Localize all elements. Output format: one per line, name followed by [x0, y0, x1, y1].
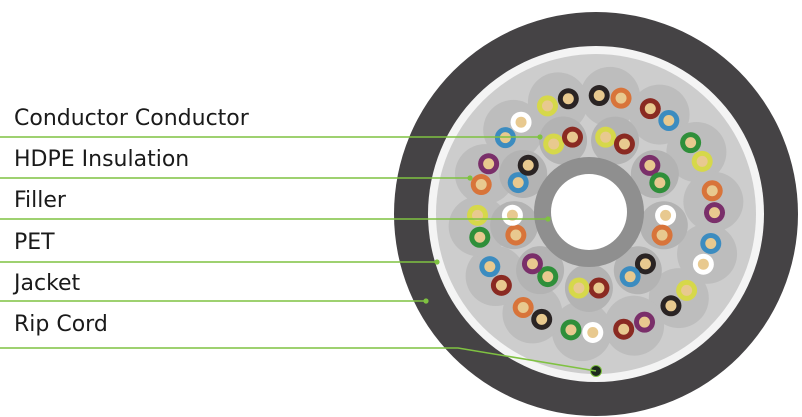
- copper-conductor: [566, 131, 578, 143]
- pair-bundle: [448, 196, 509, 257]
- label-conductor: Conductor Conductor: [14, 106, 249, 131]
- copper-conductor: [565, 324, 577, 336]
- copper-conductor: [495, 279, 507, 291]
- copper-conductor: [593, 90, 605, 102]
- copper-conductor: [517, 301, 529, 313]
- copper-conductor: [644, 103, 656, 115]
- pair-bundle: [666, 122, 727, 183]
- copper-conductor: [512, 177, 524, 189]
- copper-conductor: [705, 237, 717, 249]
- copper-conductor: [654, 177, 666, 189]
- copper-conductor: [618, 138, 630, 150]
- copper-conductor: [644, 159, 656, 171]
- conductor-group: [466, 85, 726, 343]
- pair-bundle: [502, 283, 563, 344]
- copper-conductor: [618, 323, 630, 335]
- pair-bundle: [527, 72, 588, 133]
- copper-conductor: [639, 258, 651, 270]
- label-jacket: Jacket: [14, 271, 81, 296]
- copper-conductor: [510, 229, 522, 241]
- copper-conductor: [471, 209, 483, 221]
- leader-rip-cord: [0, 347, 597, 372]
- copper-conductor: [665, 300, 677, 312]
- pair-bundle: [551, 301, 612, 362]
- copper-conductor: [639, 316, 651, 328]
- pair-bundle: [677, 223, 738, 284]
- copper-conductor: [709, 207, 721, 219]
- copper-conductor: [685, 137, 697, 149]
- leader-dot-filler: [545, 216, 551, 222]
- copper-conductor: [474, 231, 486, 243]
- copper-conductor: [541, 100, 553, 112]
- pair-bundle: [683, 171, 744, 232]
- copper-conductor: [542, 271, 554, 283]
- copper-conductor: [515, 116, 527, 128]
- copper-conductor: [522, 159, 534, 171]
- copper-conductor: [696, 155, 708, 167]
- copper-conductor: [697, 258, 709, 270]
- label-filler: Filler: [14, 188, 66, 213]
- copper-conductor: [593, 282, 605, 294]
- pair-bundle: [465, 245, 526, 306]
- copper-conductor: [706, 185, 718, 197]
- label-pet: PET: [14, 230, 55, 255]
- copper-conductor: [536, 313, 548, 325]
- leader-lines: [0, 134, 597, 372]
- leader-dot-hdpe: [467, 175, 473, 181]
- label-hdpe-insulation: HDPE Insulation: [14, 147, 190, 172]
- pair-bundle: [629, 84, 690, 145]
- copper-conductor: [475, 179, 487, 191]
- leader-dot-conductor: [537, 134, 543, 140]
- copper-conductor: [681, 284, 693, 296]
- pair-bundle: [454, 144, 515, 205]
- label-rip-cord: Rip Cord: [14, 312, 108, 337]
- copper-conductor: [573, 282, 585, 294]
- leader-dot-jacket: [423, 298, 429, 304]
- copper-conductor: [663, 115, 675, 127]
- copper-conductor: [660, 209, 672, 221]
- leader-dot-pet: [434, 259, 440, 265]
- copper-conductor: [600, 131, 612, 143]
- copper-conductor: [506, 209, 518, 221]
- central-member-hole: [551, 174, 627, 250]
- copper-conductor: [656, 229, 668, 241]
- copper-conductor: [615, 92, 627, 104]
- copper-conductor: [624, 271, 636, 283]
- pair-bundle: [604, 295, 665, 356]
- copper-conductor: [548, 138, 560, 150]
- copper-conductor: [562, 93, 574, 105]
- copper-conductor: [587, 326, 599, 338]
- copper-conductor: [483, 158, 495, 170]
- copper-conductor: [526, 258, 538, 270]
- copper-conductor: [484, 261, 496, 273]
- pair-bundle: [580, 66, 641, 127]
